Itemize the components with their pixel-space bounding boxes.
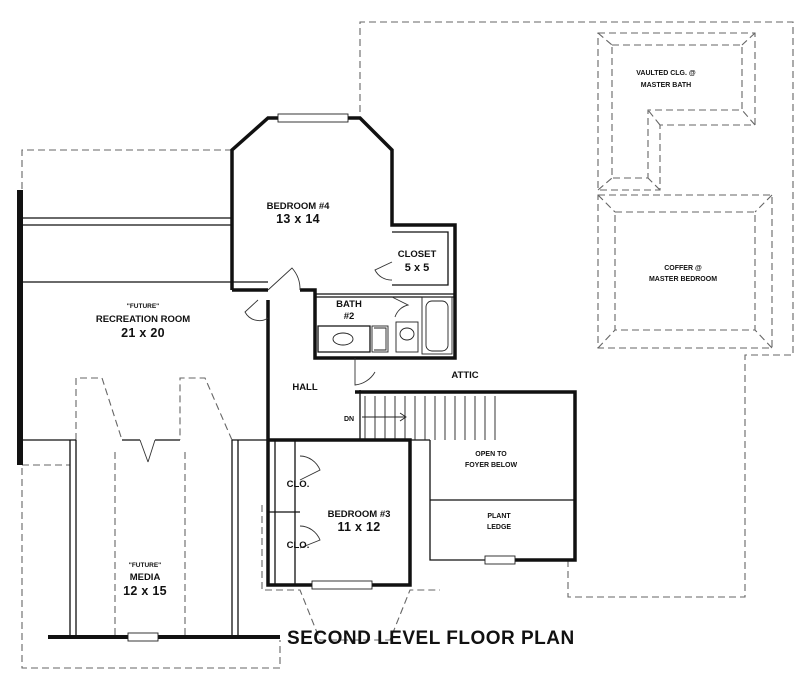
- bedroom4-dims: 13 x 14: [276, 212, 320, 226]
- vaulted-line1: VAULTED CLG. @: [636, 70, 696, 77]
- vaulted-line2: MASTER BATH: [641, 82, 691, 89]
- bedroom3-walls: [266, 438, 412, 590]
- media-name: MEDIA: [130, 572, 161, 583]
- coffer-line1: COFFER @: [664, 265, 702, 272]
- dashed-outlines: [21, 21, 794, 669]
- recreation-room-walls: [17, 190, 268, 637]
- open-to-foyer-line2: FOYER BELOW: [465, 462, 518, 469]
- recreation-tag: "FUTURE": [127, 303, 160, 310]
- recreation-dims: 21 x 20: [121, 326, 165, 340]
- closet-dims: 5 x 5: [405, 262, 429, 274]
- foyer-walls: [429, 440, 575, 565]
- coffer-line2: MASTER BEDROOM: [649, 276, 717, 283]
- attic-name: ATTIC: [451, 370, 478, 381]
- bedroom4-walls: [230, 113, 457, 360]
- plan-title: SECOND LEVEL FLOOR PLAN: [287, 628, 575, 649]
- stairs-label: DN: [344, 416, 354, 423]
- media-bottom-wall: [48, 632, 280, 642]
- bath-name: BATH: [336, 299, 362, 310]
- bath-number: #2: [344, 311, 355, 322]
- hall-name: HALL: [292, 382, 318, 393]
- bedroom4-name: BEDROOM #4: [267, 201, 331, 212]
- bedroom3-dims: 11 x 12: [337, 520, 380, 534]
- closet-walls: [374, 231, 449, 286]
- media-tag: "FUTURE": [129, 562, 162, 569]
- closet-lower-name: CLO.: [287, 540, 310, 551]
- bath-walls: [315, 293, 455, 355]
- open-to-foyer-line1: OPEN TO: [475, 451, 507, 458]
- bedroom3-name: BEDROOM #3: [328, 509, 391, 520]
- closet-upper-name: CLO.: [287, 479, 310, 490]
- room-labels: BEDROOM #4 13 x 14 CLOSET 5 x 5 BATH #2 …: [96, 70, 717, 598]
- plant-ledge-line2: LEDGE: [487, 524, 511, 531]
- media-dims: 12 x 15: [123, 584, 167, 598]
- closet-name: CLOSET: [398, 249, 437, 260]
- recreation-name: RECREATION ROOM: [96, 314, 190, 325]
- plant-ledge-line1: PLANT: [487, 513, 511, 520]
